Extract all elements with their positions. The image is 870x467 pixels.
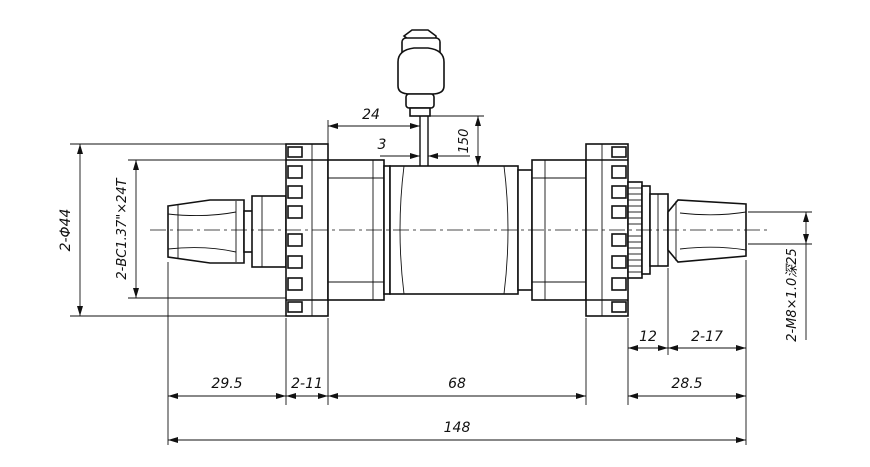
cable-sensor xyxy=(397,29,445,166)
dim-right-ring: 12 xyxy=(639,329,657,345)
dim-cable-height: 150 xyxy=(457,129,472,154)
dim-right-thread-spec: 2-M8×1.0深25 xyxy=(785,248,800,342)
dim-cable-offset: 24 xyxy=(362,107,380,123)
dim-left-ring: 2-11 xyxy=(291,376,323,392)
dimension-lines xyxy=(70,115,812,445)
dim-right-thread-length: 2-17 xyxy=(691,329,723,345)
dim-body: 68 xyxy=(448,376,466,392)
dim-left-thread-spec: 2-BC1.37"×24T xyxy=(115,177,130,279)
left-axle xyxy=(167,195,287,268)
dim-left-end: 29.5 xyxy=(211,376,242,392)
dim-cable-width: 3 xyxy=(378,137,387,153)
dim-right-end: 28.5 xyxy=(671,376,702,392)
dim-diameter: 2-Φ44 xyxy=(58,209,74,252)
dim-overall: 148 xyxy=(444,420,471,436)
